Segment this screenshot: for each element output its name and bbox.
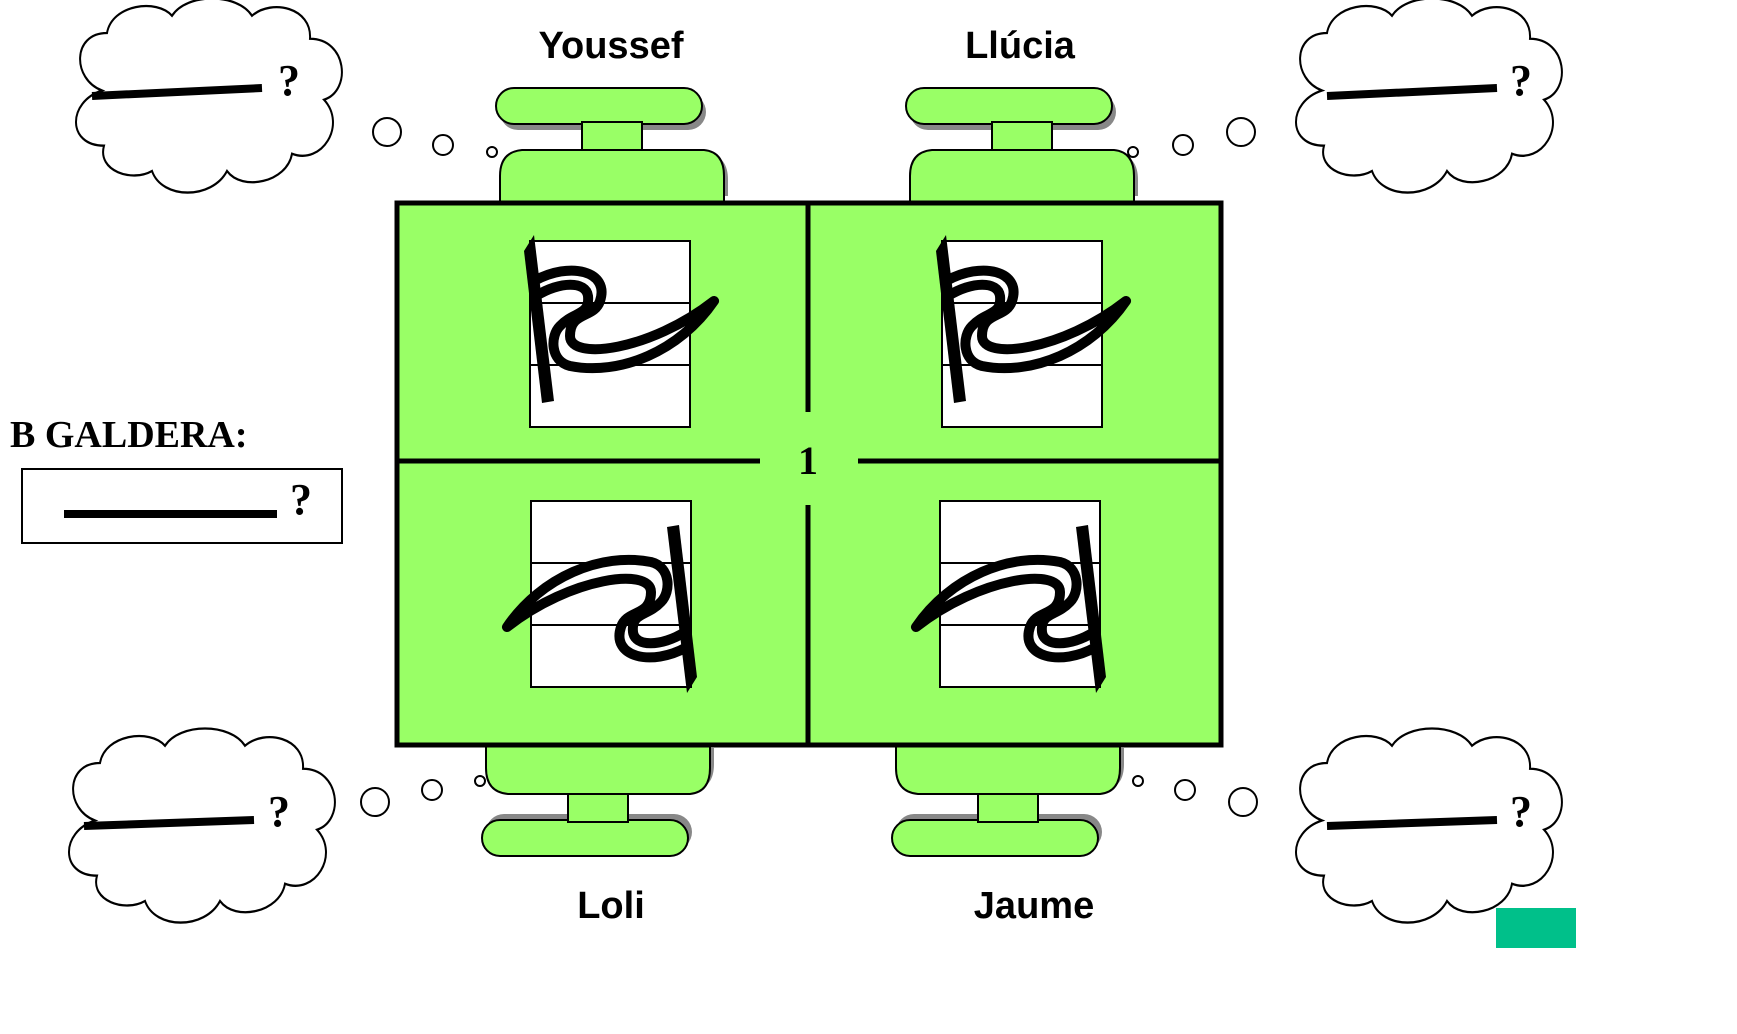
scroll-flag-icon [916, 501, 1106, 693]
chair-top-right [905, 87, 1139, 213]
answer-blank-line [91, 84, 263, 100]
thought-cloud-bottom-right: ? [1294, 727, 1564, 924]
answer-blank-line [1326, 84, 1498, 100]
chair-top-left [495, 87, 729, 213]
student-name-bottom-left: Loli [577, 885, 645, 927]
scroll-flag-icon [936, 235, 1126, 427]
question-mark: ? [1510, 56, 1532, 105]
table-number: 1 [798, 438, 818, 483]
answer-blank-line [1326, 816, 1498, 830]
question-mark: ? [278, 56, 300, 105]
question-mark: ? [290, 475, 312, 524]
thought-cloud-top-left: ? [74, 0, 344, 194]
student-name-bottom-right: Jaume [974, 885, 1094, 927]
thought-cloud-top-right: ? [1294, 0, 1564, 194]
chair-bottom-right [891, 731, 1125, 857]
thought-dots-bottom-right [1132, 775, 1258, 817]
thought-dots-top-left [372, 117, 498, 158]
student-name-top-left: Youssef [538, 25, 683, 67]
group-label-title: B GALDERA: [10, 414, 248, 456]
answer-blank-line [83, 816, 255, 830]
student-name-top-right: Llúcia [965, 25, 1076, 67]
thought-dots-bottom-left [360, 775, 486, 817]
thought-dots-top-right [1127, 117, 1256, 158]
question-mark: ? [1510, 787, 1532, 836]
scroll-flag-icon [507, 501, 697, 693]
corner-tab[interactable] [1496, 908, 1576, 948]
question-mark: ? [268, 787, 290, 836]
scroll-flag-icon [524, 235, 714, 427]
thought-cloud-bottom-left: ? [67, 727, 337, 924]
group-answer-box: ? [21, 468, 343, 544]
chair-bottom-left [481, 731, 715, 857]
